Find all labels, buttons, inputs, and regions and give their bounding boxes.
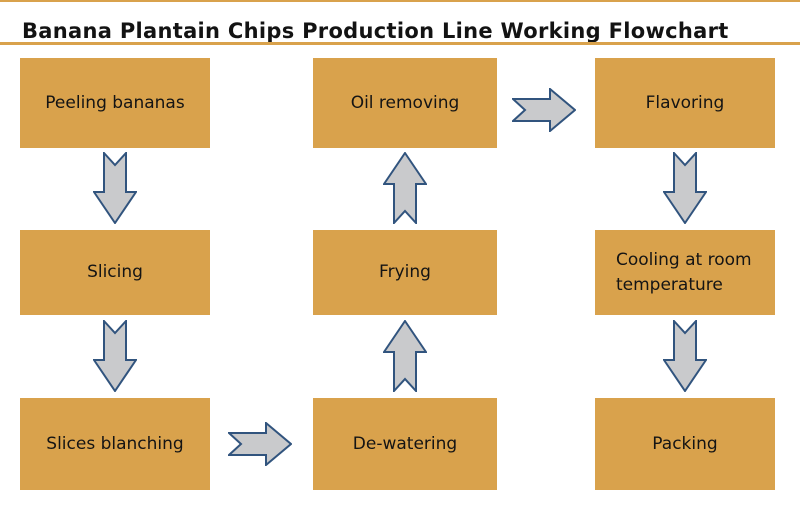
flow-step-slices-blanching: Slices blanching	[20, 398, 210, 490]
flow-step-packing: Packing	[595, 398, 775, 490]
title-underline-rule	[0, 42, 800, 45]
flow-step-de-watering: De-watering	[313, 398, 497, 490]
flow-step-slicing: Slicing	[20, 230, 210, 315]
flow-step-frying: Frying	[313, 230, 497, 315]
page-title: Banana Plantain Chips Production Line Wo…	[22, 19, 729, 44]
flow-step-flavoring: Flavoring	[595, 58, 775, 148]
arrow-right-icon	[228, 422, 292, 466]
arrow-up-icon	[383, 152, 427, 224]
arrow-down-icon	[663, 320, 707, 392]
arrow-down-icon	[93, 320, 137, 392]
arrow-down-icon	[663, 152, 707, 224]
flow-step-cooling: Cooling at room temperature	[595, 230, 775, 315]
arrow-down-icon	[93, 152, 137, 224]
flow-step-oil-removing: Oil removing	[313, 58, 497, 148]
arrow-right-icon	[512, 88, 576, 132]
flow-step-peeling-bananas: Peeling bananas	[20, 58, 210, 148]
arrow-up-icon	[383, 320, 427, 392]
top-border-rule	[0, 0, 800, 2]
